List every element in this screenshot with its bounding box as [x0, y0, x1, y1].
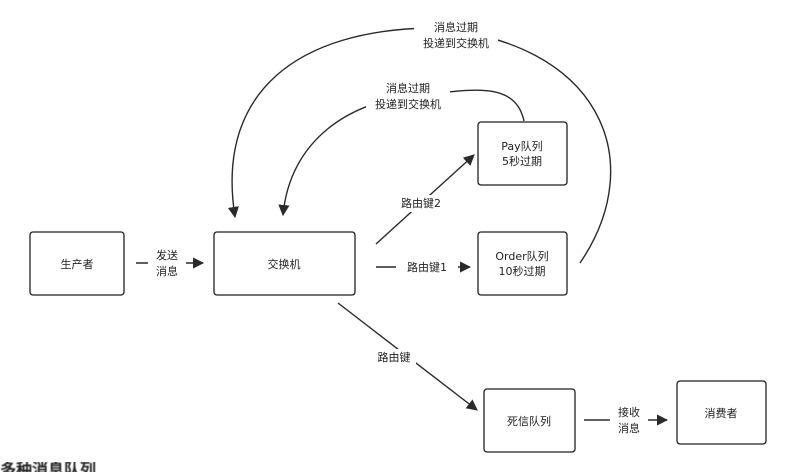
pay-queue-expiry: 5秒过期: [502, 154, 542, 168]
order-queue-expiry: 10秒过期: [499, 264, 546, 278]
exchange-label: 交换机: [268, 257, 301, 271]
consumer-node: 消费者: [676, 380, 767, 445]
send-label: 发送: [156, 248, 178, 262]
pay-expire-label: 消息过期: [386, 81, 430, 95]
order-expire-label: 消息过期: [434, 20, 478, 34]
cropped-heading-text: 多种消息队列: [0, 462, 97, 472]
pay-queue-label: Pay队列: [501, 139, 542, 153]
exchange-node: 交换机: [213, 231, 356, 296]
routing-key-2-label: 路由键2: [401, 196, 441, 210]
routing-key-label: 路由键: [378, 350, 411, 364]
order-queue-node: Order队列 10秒过期: [477, 231, 568, 296]
order-queue-label: Order队列: [495, 249, 548, 263]
receive-label: 接收: [618, 405, 640, 419]
routing-key-1-label: 路由键1: [407, 260, 447, 274]
cropped-heading: 多种消息队列: [0, 462, 180, 472]
producer-node: 生产者: [29, 231, 125, 296]
order-expire-label-2: 投递到交换机: [423, 36, 489, 50]
dead-letter-queue-label: 死信队列: [507, 414, 551, 428]
pay-queue-node: Pay队列 5秒过期: [477, 121, 568, 186]
pay-expire-label-2: 投递到交换机: [375, 97, 441, 111]
receive-label-2: 消息: [618, 421, 640, 435]
consumer-label: 消费者: [705, 406, 738, 420]
dead-letter-queue-node: 死信队列: [483, 388, 576, 453]
send-label-2: 消息: [156, 264, 178, 278]
producer-label: 生产者: [61, 257, 94, 271]
